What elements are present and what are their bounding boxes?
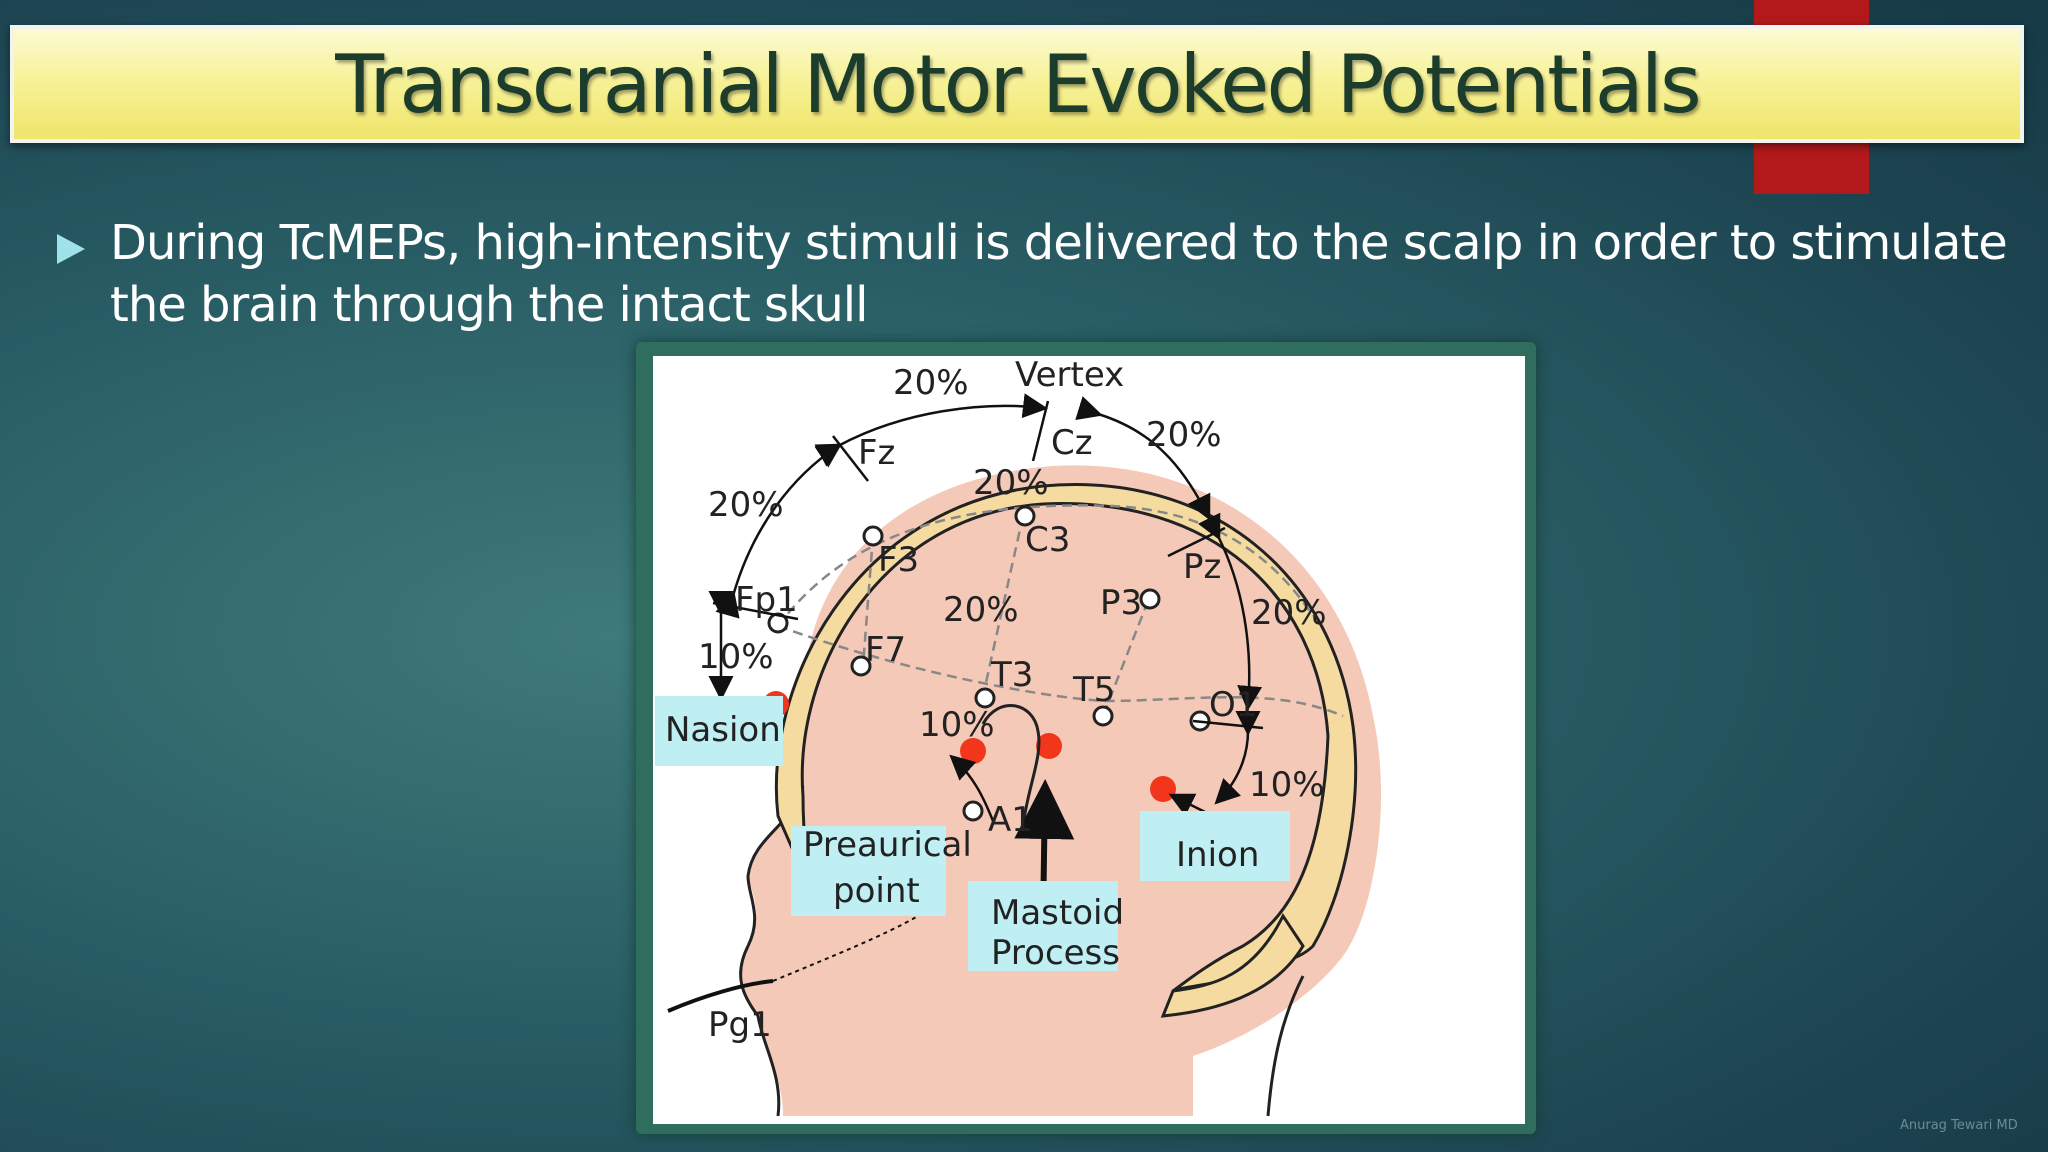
arc-pz-o1 [1197, 512, 1263, 711]
arc-fp1-fz [715, 443, 843, 619]
landmark-mastoid-1: Mastoid [991, 893, 1124, 933]
electrode-a1: A1 [988, 800, 1033, 840]
eeg-10-20-diagram: 20% 20% 20% 20% 20% 20% 10% 10% 10% Vert… [653, 356, 1525, 1124]
arc-cz-pz [1075, 396, 1211, 521]
electrode-p3: P3 [1100, 583, 1142, 623]
landmark-inion: Inion [1176, 835, 1259, 875]
tick-fz [832, 435, 869, 482]
tick-pz [1167, 526, 1226, 558]
pct-inner-top: 20% [973, 463, 1049, 503]
electrode-cz: Cz [1051, 423, 1093, 463]
neck-outline [1266, 975, 1305, 1117]
tick-fp1 [712, 601, 799, 621]
pct-preauricular: 10% [919, 705, 995, 745]
electrode-c3: C3 [1025, 520, 1070, 560]
pct-o1-inion: 10% [1249, 765, 1325, 805]
bullet-arrow-icon [57, 234, 85, 264]
tick-cz [1031, 400, 1050, 462]
electrode-t3: T3 [990, 655, 1033, 695]
pg1-line [667, 979, 774, 1013]
electrode-t5: T5 [1072, 670, 1115, 710]
tick-o1 [1192, 719, 1264, 730]
title-banner: Transcranial Motor Evoked Potentials [10, 25, 2024, 143]
electrode-pg1: Pg1 [708, 1005, 772, 1045]
pct-fp1-fz: 20% [708, 485, 784, 525]
label-boxes [655, 696, 1290, 971]
skull-tail [1160, 913, 1305, 1018]
pct-nasion-fp1: 10% [698, 637, 774, 677]
arc-fz-cz [814, 393, 1048, 467]
electrode-fz: Fz [858, 433, 895, 473]
slide-title: Transcranial Motor Evoked Potentials [335, 37, 1701, 131]
electrode-fp1: Fp1 [735, 580, 798, 620]
landmark-mastoid-2: Process [991, 933, 1120, 973]
author-watermark: Anurag Tewari MD [1900, 1118, 2018, 1133]
bullet-text: During TcMEPs, high-intensity stimuli is… [110, 215, 2008, 333]
electrode-o1: O1 [1209, 685, 1257, 725]
landmark-preauricular-1: Preaurical [803, 825, 972, 865]
pg1-dotted [772, 915, 919, 982]
arc-o1-inion [1214, 710, 1261, 805]
pct-fz-cz: 20% [893, 363, 969, 403]
landmark-nasion: Nasion [665, 710, 781, 750]
pct-cz-pz: 20% [1146, 415, 1222, 455]
face-profile [739, 785, 805, 1117]
electrode-f7: F7 [865, 630, 906, 670]
electrode-markers [767, 505, 1211, 822]
electrode-pz: Pz [1183, 547, 1221, 587]
stim-dot-mastoid [1036, 733, 1062, 759]
vertex-label: Vertex [1015, 356, 1124, 395]
landmark-preauricular-2: point [833, 871, 920, 911]
pct-pz-o1: 20% [1251, 593, 1327, 633]
electrode-f3: F3 [878, 540, 919, 580]
pct-inner-mid: 20% [943, 590, 1019, 630]
stim-dot-inion [1150, 776, 1176, 802]
arrow-preauricular [949, 754, 995, 822]
